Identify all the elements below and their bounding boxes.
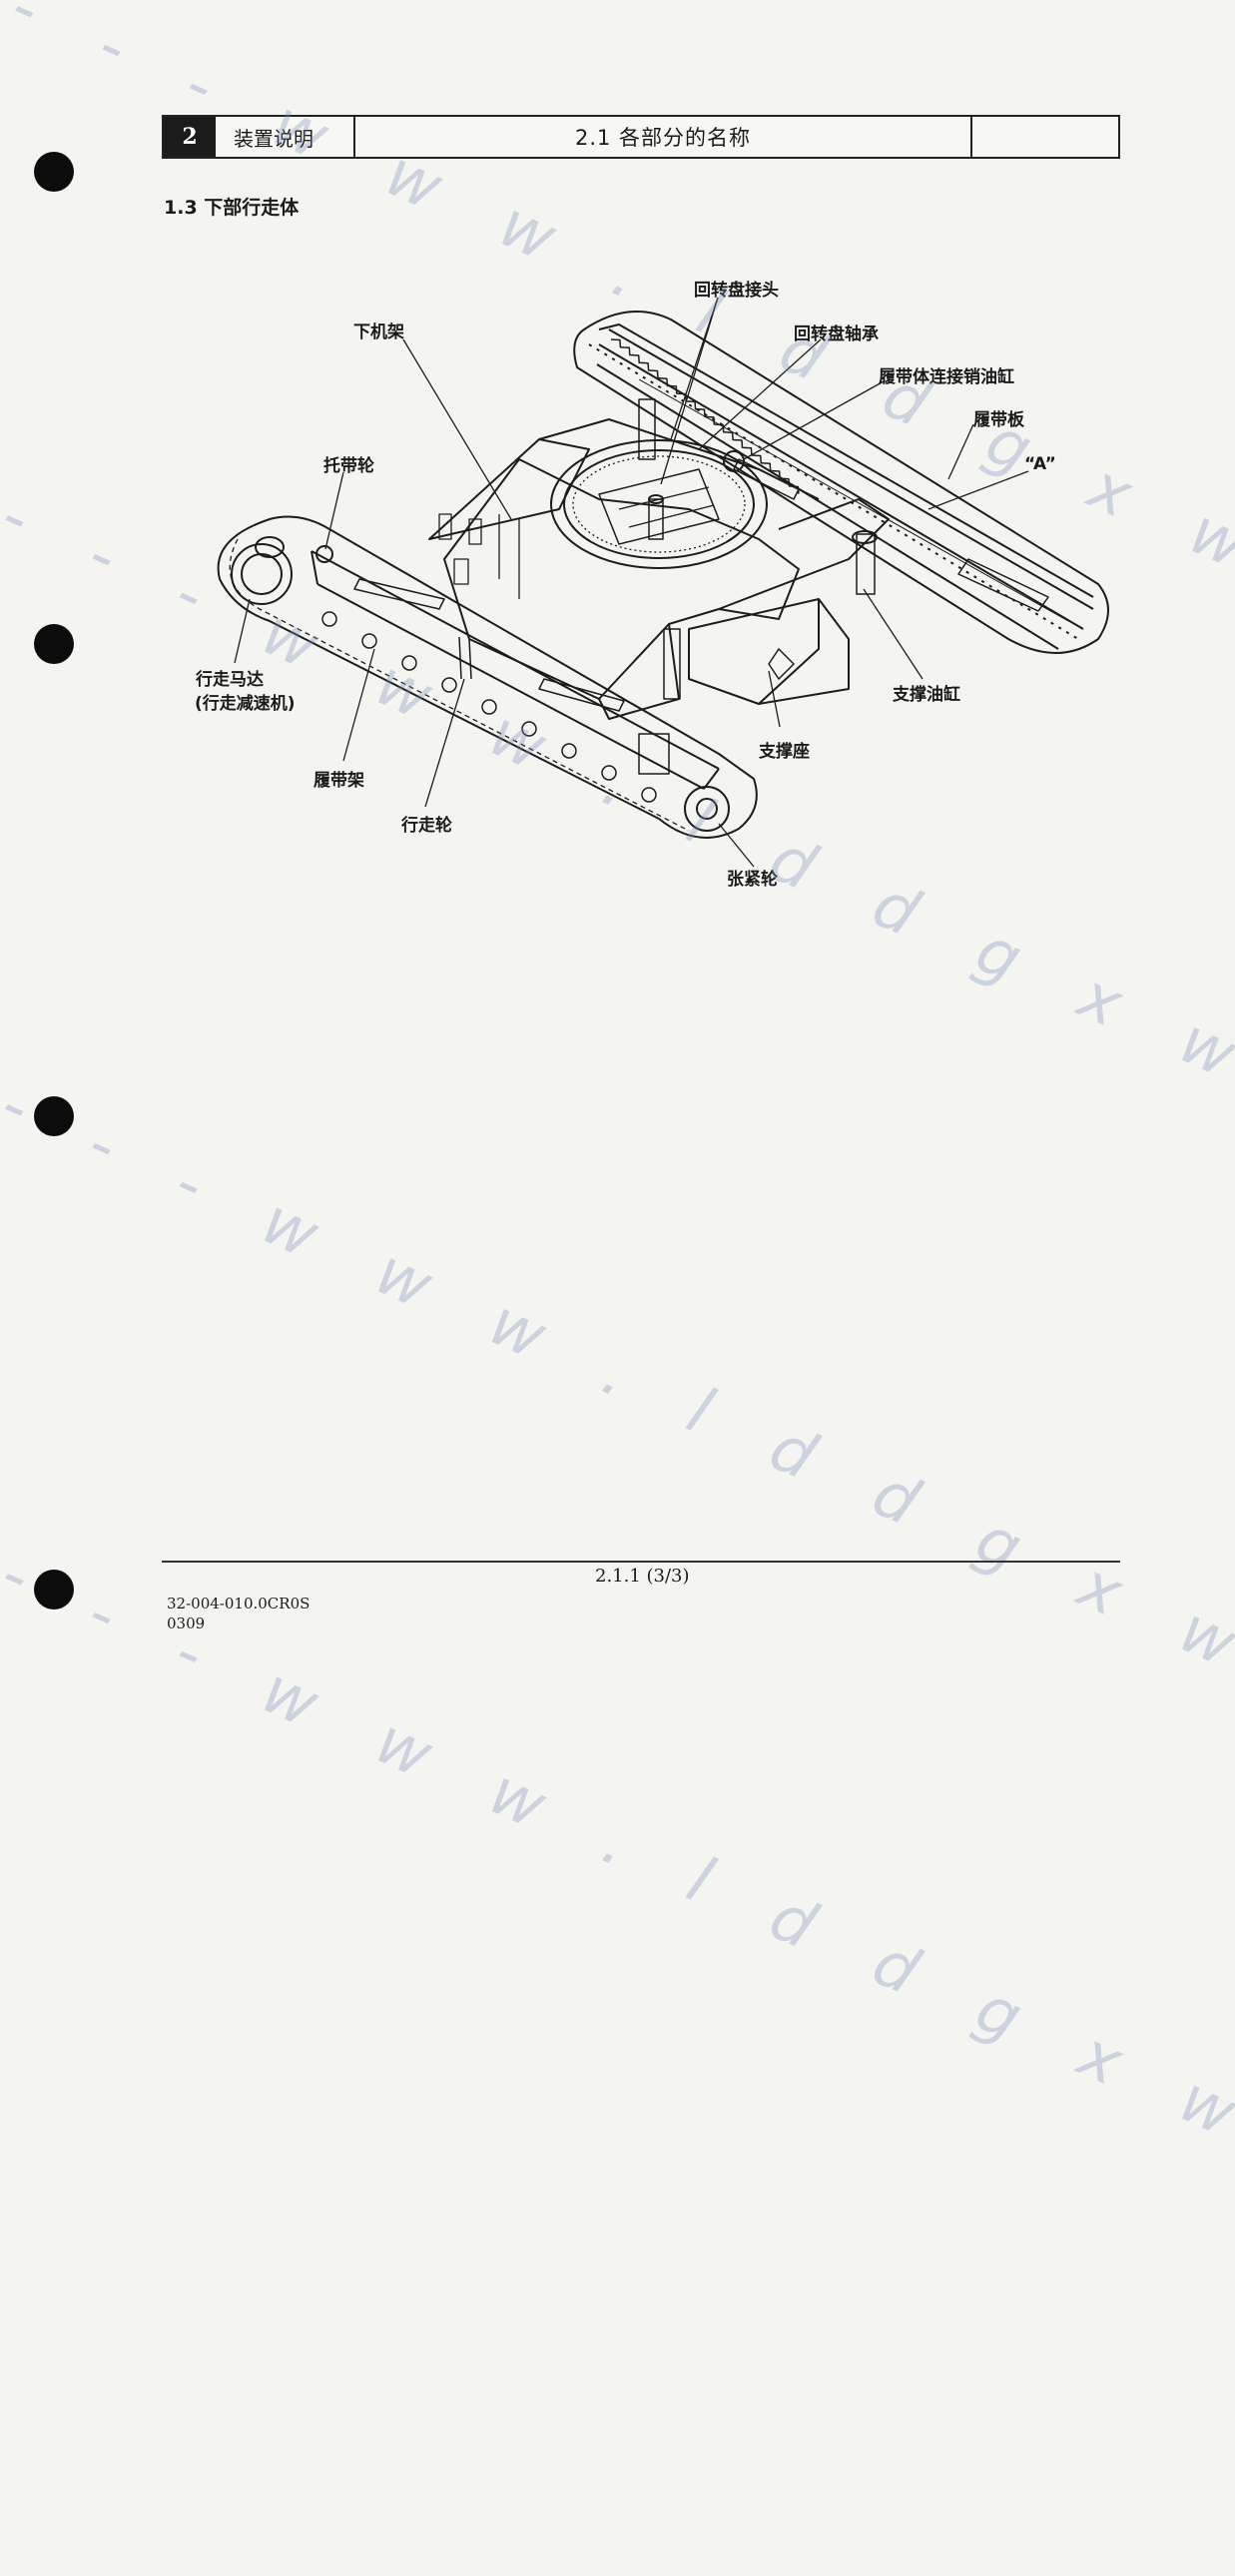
label-crawler-pin-cylinder: 履带体连接销油缸 [879, 367, 1014, 387]
label-a-mark: “A” [1024, 454, 1056, 474]
footer-code-line: 32-004-010.0CR0S [167, 1595, 310, 1612]
label-support-cylinder: 支撑油缸 [893, 685, 960, 705]
label-track-frame: 履带架 [313, 771, 364, 791]
label-idler: 张紧轮 [727, 870, 778, 890]
left-crawler [217, 515, 758, 839]
punch-hole [34, 152, 74, 192]
label-track-roller: 行走轮 [401, 816, 452, 836]
punch-hole [34, 624, 74, 664]
right-crawler [573, 311, 1109, 654]
punch-hole [34, 1570, 74, 1610]
label-swivel-joint: 回转盘接头 [694, 281, 779, 301]
section-title: 2.1 各部分的名称 [355, 117, 972, 157]
footer-date-line: 0309 [167, 1614, 206, 1632]
chapter-number: 2 [164, 117, 216, 157]
punch-hole [34, 1096, 74, 1136]
section-header: 2 装置说明 2.1 各部分的名称 [162, 115, 1120, 159]
page-subtitle: 1.3 下部行走体 [164, 197, 300, 219]
label-slewing-bearing: 回转盘轴承 [794, 324, 879, 344]
footer-page-number: 2.1.1 (3/3) [595, 1566, 690, 1587]
footer-rule [162, 1561, 1120, 1563]
label-carrier-roller: 托带轮 [323, 456, 374, 476]
label-track-shoe: 履带板 [973, 410, 1024, 430]
car-body [428, 398, 890, 720]
undercarriage-diagram [217, 297, 1109, 868]
footer-doc-code: 32-004-010.0CR0S 0309 [167, 1594, 309, 1633]
label-travel-motor: 行走马达 [196, 670, 264, 690]
chapter-title: 装置说明 [216, 117, 355, 157]
label-lower-frame: 下机架 [353, 322, 404, 342]
label-support-seat: 支撑座 [759, 742, 810, 762]
label-travel-reducer: (行走减速机) [195, 694, 296, 714]
